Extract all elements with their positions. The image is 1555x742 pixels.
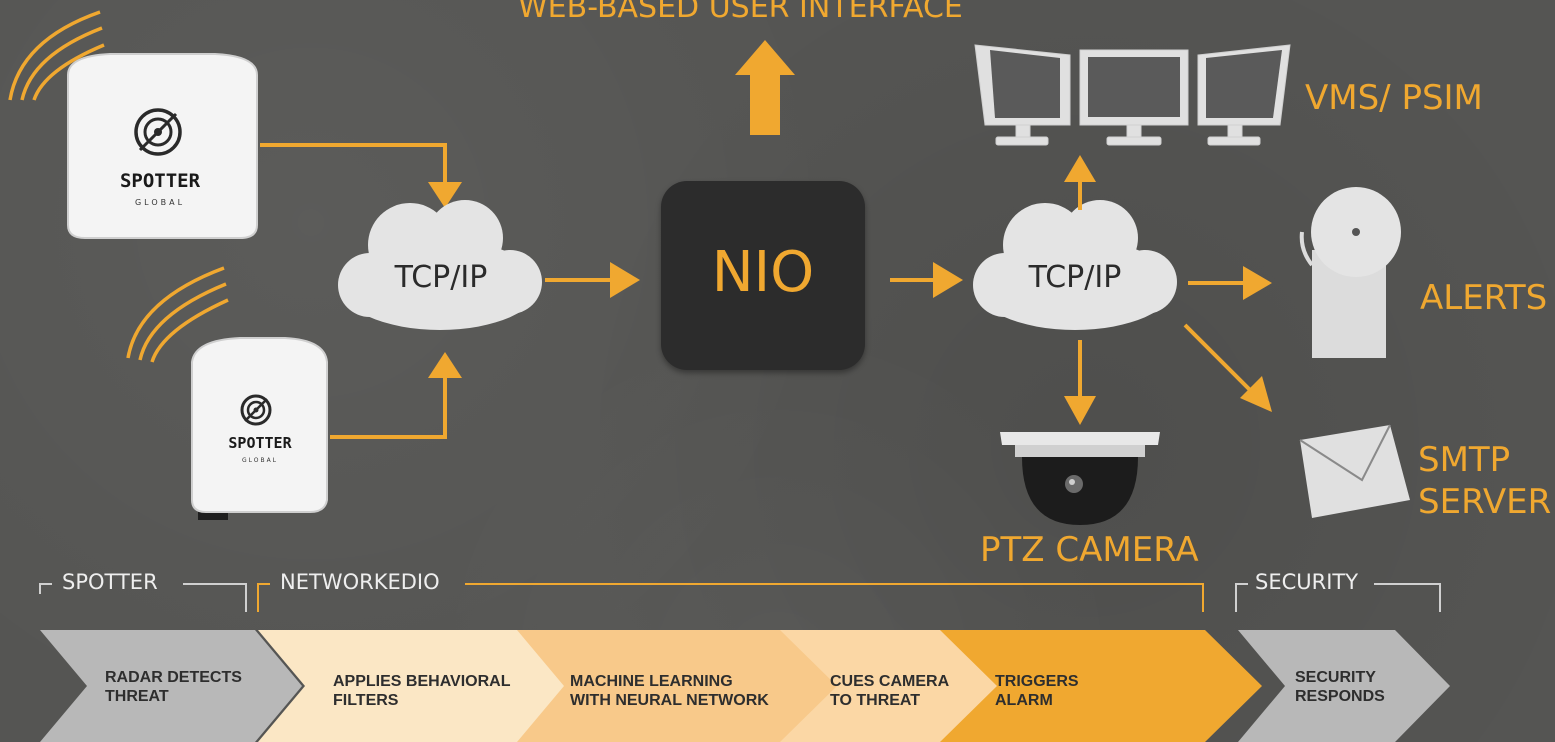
nio-label: NIO — [711, 240, 815, 305]
step-chevron-filters — [258, 630, 564, 742]
smtp-label-line2: SERVER — [1418, 482, 1552, 522]
process-chevrons — [40, 630, 1450, 742]
step-chevron-radar — [40, 630, 302, 742]
ptz-dome-camera-icon — [1000, 432, 1160, 525]
bracket-security: SECURITY — [1255, 570, 1359, 594]
nio-box — [661, 181, 865, 370]
cloud-left-label: TCP/IP — [394, 260, 488, 295]
cloud-right-label: TCP/IP — [1028, 260, 1122, 295]
spotter-brand-label: SPOTTER — [228, 434, 292, 452]
monitor-icon — [974, 44, 1071, 146]
bracket-networkedio: NETWORKEDIO — [280, 570, 440, 594]
monitor-icon — [1197, 44, 1291, 146]
spotter-sub-label: GLOBAL — [242, 457, 278, 464]
smtp-label-line1: SMTP — [1418, 440, 1511, 480]
arrow-icon — [428, 182, 462, 378]
spotter-radar-device-icon: SPOTTER GLOBAL — [191, 337, 328, 520]
arrow-icon — [260, 143, 447, 439]
step-label-filters: APPLIES BEHAVIORAL FILTERS — [333, 673, 511, 709]
envelope-icon — [1299, 424, 1410, 518]
step-chevron-trigger — [900, 630, 1262, 742]
arrow-icon — [933, 262, 963, 298]
spotter-radar-device-icon: SPOTTER GLOBAL — [67, 53, 258, 239]
arrow-icon — [1240, 376, 1272, 412]
cloud-icon — [338, 200, 542, 330]
step-chevron-ml — [512, 630, 837, 742]
radio-waves-icon — [8, 10, 105, 101]
step-label-security: SECURITY RESPONDS — [1295, 669, 1385, 705]
arrow-icon — [1064, 155, 1096, 182]
bracket-spotter: SPOTTER — [62, 570, 158, 594]
step-label-radar: RADAR DETECTS THREAT — [105, 669, 242, 705]
arrow-icon — [610, 262, 640, 298]
step-chevron-security — [1238, 630, 1450, 742]
bracket-lines — [39, 583, 1441, 612]
step-label-ml: MACHINE LEARNING WITH NEURAL NETWORK — [570, 673, 769, 709]
step-label-cues: CUES CAMERA TO THREAT — [830, 673, 950, 709]
arrow-icon — [1064, 396, 1096, 425]
radio-waves-icon — [126, 266, 229, 363]
ptz-label: PTZ CAMERA — [980, 530, 1199, 570]
monitor-icon — [1079, 49, 1189, 146]
alarm-bell-icon — [1299, 187, 1401, 358]
arrow-icon — [1183, 323, 1252, 392]
step-label-trigger: TRIGGERS ALARM — [995, 673, 1079, 709]
step-chevron-cues — [775, 630, 997, 742]
alerts-label: ALERTS — [1420, 278, 1548, 318]
spotter-brand-label: SPOTTER — [120, 170, 201, 192]
cloud-icon — [973, 200, 1177, 330]
vms-label: VMS/ PSIM — [1305, 78, 1483, 118]
arrow-icon — [1243, 266, 1272, 300]
web-ui-label: WEB-BASED USER INTERFACE — [518, 0, 963, 25]
spotter-sub-label: GLOBAL — [135, 198, 185, 207]
arrow-icon — [735, 40, 795, 135]
